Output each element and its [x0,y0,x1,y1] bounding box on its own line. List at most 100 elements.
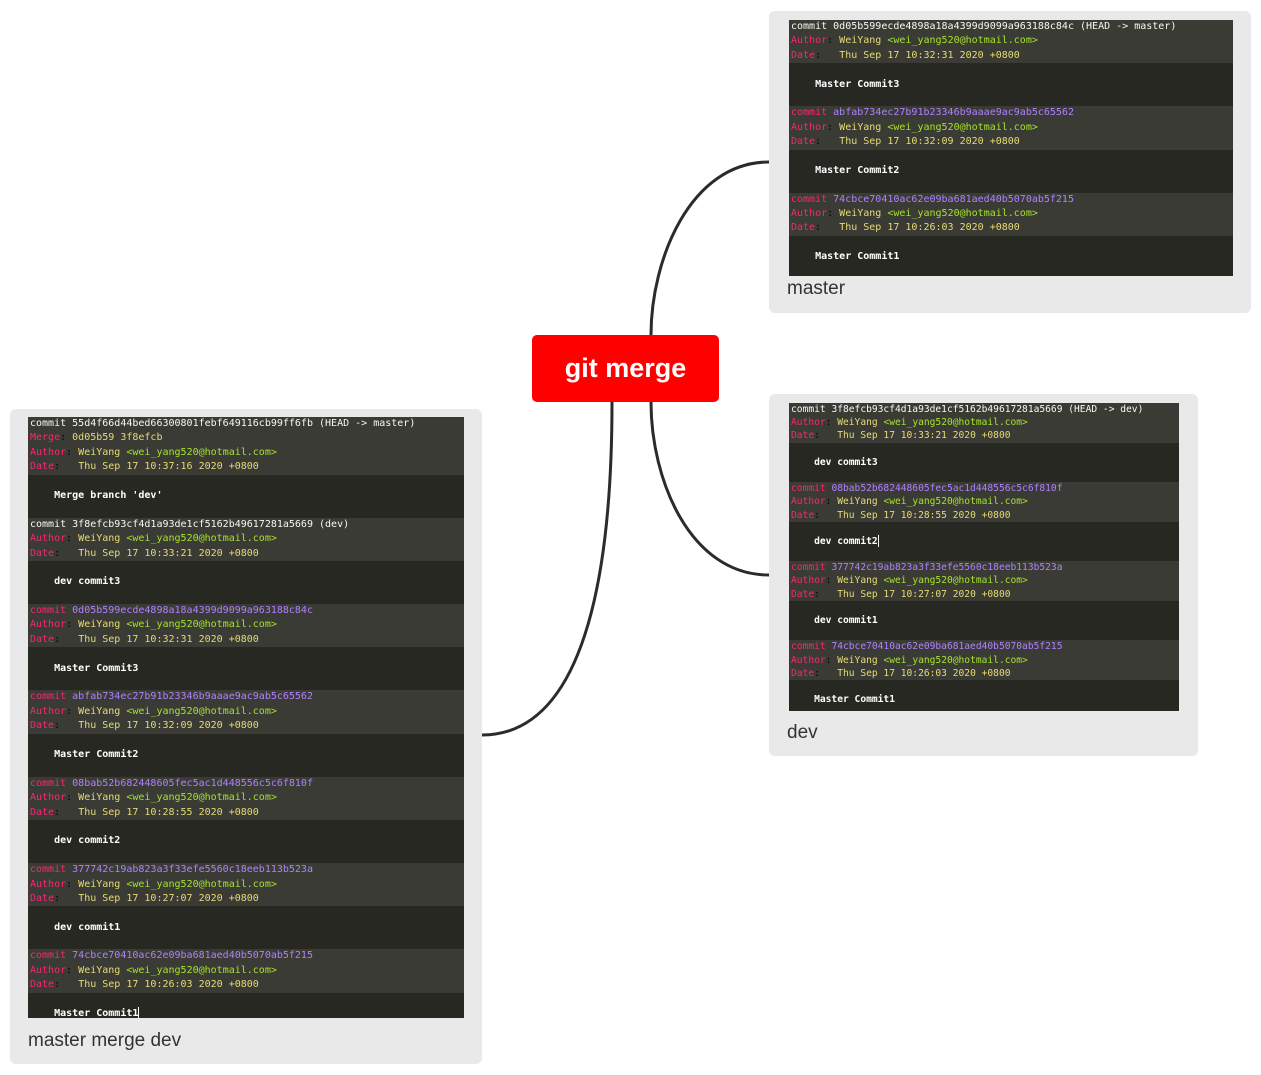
author-name: WeiYang [839,208,882,220]
commit-date: Thu Sep 17 10:26:03 2020 +0800 [839,222,1020,234]
commit-date: Thu Sep 17 10:33:21 2020 +0800 [78,547,259,559]
merge-label: Merge [30,432,61,444]
date-line: Date: Thu Sep 17 10:27:07 2020 +0800 [30,892,259,904]
text-cursor [877,534,879,547]
commit-entry-body: dev commit2 [28,819,464,864]
commit-message: Master Commit2 [815,164,900,176]
date-label: Date [791,430,815,442]
commit-ref: (HEAD -> master) [1073,21,1177,32]
merge-parents: 0d05b59 3f8efcb [72,432,163,444]
commit-entry-body: dev commit2 [789,521,1179,562]
author-line: Author: WeiYang <wei_yang520@hotmail.com… [30,533,277,545]
date-line: Date: Thu Sep 17 10:33:21 2020 +0800 [791,430,1011,442]
commit-hash: 377742c19ab823a3f33efe5560c18eeb113b523a [831,562,1063,574]
author-line: Author: WeiYang <wei_yang520@hotmail.com… [791,417,1028,429]
commit-hash: 08bab52b682448605fec5ac1d448556c5c6f810f [72,777,313,789]
commit-keyword: commit [791,404,826,415]
commit-line: commit 0d05b599ecde4898a18a4399d9099a963… [30,604,464,618]
message-line: Master Commit2 [30,748,464,762]
author-email: <wei_yang520@hotmail.com> [126,446,277,458]
blank-line [791,627,1179,640]
author-line: Author: WeiYang <wei_yang520@hotmail.com… [30,792,277,804]
commit-entry-body: Master Commit3 [28,647,464,691]
author-line: Author: WeiYang <wei_yang520@hotmail.com… [30,619,277,631]
author-email: <wei_yang520@hotmail.com> [126,705,277,717]
commit-line: commit 74cbce70410ac62e09ba681aed40b5070… [791,640,1179,653]
author-label: Author [30,878,67,890]
author-email: <wei_yang520@hotmail.com> [887,35,1038,47]
commit-message: Master Commit2 [54,748,139,760]
author-label: Author [30,446,67,458]
author-email: <wei_yang520@hotmail.com> [883,417,1028,429]
author-email: <wei_yang520@hotmail.com> [126,964,277,976]
commit-entry: commit 377742c19ab823a3f33efe5560c18eeb1… [789,561,1179,641]
commit-message: Master Commit3 [54,662,139,674]
message-line: Master Commit1 [30,1007,464,1018]
author-line: Author: WeiYang <wei_yang520@hotmail.com… [791,208,1038,220]
commit-date: Thu Sep 17 10:28:55 2020 +0800 [78,806,259,818]
commit-entry-body: Master Commit1 [789,235,1233,276]
commit-hash: 3f8efcb93cf4d1a93de1cf5162b49617281a5669 [72,518,313,530]
commit-date: Thu Sep 17 10:32:09 2020 +0800 [839,136,1020,148]
commit-message: Master Commit1 [815,251,900,263]
commit-entry: commit 55d4f66d44bed66300801febf649116cb… [28,417,464,518]
commit-entry-header: commit 55d4f66d44bed66300801febf649116cb… [28,417,464,475]
commit-entry-header: commit abfab734ec27b91b23346b9aaae9ac9ab… [28,690,464,734]
date-line: Date: Thu Sep 17 10:32:09 2020 +0800 [30,720,259,732]
merged-card-label: master merge dev [28,1030,182,1051]
message-line: Master Commit3 [791,78,1233,92]
message-line: Master Commit1 [791,250,1233,264]
author-email: <wei_yang520@hotmail.com> [883,575,1028,587]
author-email: <wei_yang520@hotmail.com> [126,878,277,890]
commit-date: Thu Sep 17 10:33:21 2020 +0800 [837,430,1011,442]
author-label: Author [30,533,67,545]
merged-branch-card[interactable]: commit 55d4f66d44bed66300801febf649116cb… [10,409,482,1064]
message-line: Master Commit3 [30,662,464,676]
blank-line [30,935,464,949]
commit-date: Thu Sep 17 10:26:03 2020 +0800 [78,979,259,991]
commit-date: Thu Sep 17 10:28:55 2020 +0800 [837,509,1011,521]
merged-log-terminal: commit 55d4f66d44bed66300801febf649116cb… [28,417,464,1018]
commit-date: Thu Sep 17 10:27:07 2020 +0800 [78,892,259,904]
author-email: <wei_yang520@hotmail.com> [887,208,1038,220]
author-name: WeiYang [78,878,121,890]
author-label: Author [791,35,828,47]
connector-to-merged [481,401,614,737]
blank-line [791,150,1233,164]
dev-card-label: dev [787,722,818,743]
author-label: Author [30,619,67,631]
commit-entry-body: dev commit3 [28,560,464,605]
commit-entry-header: commit 0d05b599ecde4898a18a4399d9099a963… [28,604,464,648]
commit-date: Thu Sep 17 10:26:03 2020 +0800 [837,667,1011,679]
commit-entry-header: commit 377742c19ab823a3f33efe5560c18eeb1… [28,863,464,907]
commit-message: dev commit2 [814,535,878,547]
date-label: Date [30,806,55,818]
central-topic-node[interactable]: git merge [532,335,719,402]
author-email: <wei_yang520@hotmail.com> [883,496,1028,508]
commit-date: Thu Sep 17 10:32:31 2020 +0800 [839,49,1020,61]
commit-entry-body: Master Commit1 [789,679,1179,711]
commit-date: Thu Sep 17 10:32:09 2020 +0800 [78,720,259,732]
author-line: Author: WeiYang <wei_yang520@hotmail.com… [791,496,1028,508]
commit-hash: 74cbce70410ac62e09ba681aed40b5070ab5f215 [831,641,1063,653]
message-line: Master Commit2 [791,164,1233,178]
commit-keyword: commit [791,483,826,495]
commit-keyword: commit [791,107,828,119]
commit-entry: commit 08bab52b682448605fec5ac1d448556c5… [28,776,464,864]
author-name: WeiYang [837,417,878,429]
commit-entry-body: dev commit1 [789,600,1179,641]
author-email: <wei_yang520@hotmail.com> [126,792,277,804]
commit-hash: 55d4f66d44bed66300801febf649116cb99ff6fb [72,418,313,429]
author-email: <wei_yang520@hotmail.com> [126,619,277,631]
commit-keyword: commit [30,605,67,617]
commit-keyword: commit [791,562,826,574]
dev-branch-card[interactable]: commit 3f8efcb93cf4d1a93de1cf5162b496172… [769,394,1198,756]
date-label: Date [30,892,55,904]
commit-entry-header: commit 74cbce70410ac62e09ba681aed40b5070… [28,949,464,993]
date-label: Date [791,667,815,679]
author-name: WeiYang [837,654,878,666]
commit-hash: 0d05b599ecde4898a18a4399d9099a963188c84c [72,605,313,617]
date-label: Date [30,633,55,645]
blank-line [30,475,464,489]
master-branch-card[interactable]: commit 0d05b599ecde4898a18a4399d9099a963… [769,11,1251,313]
